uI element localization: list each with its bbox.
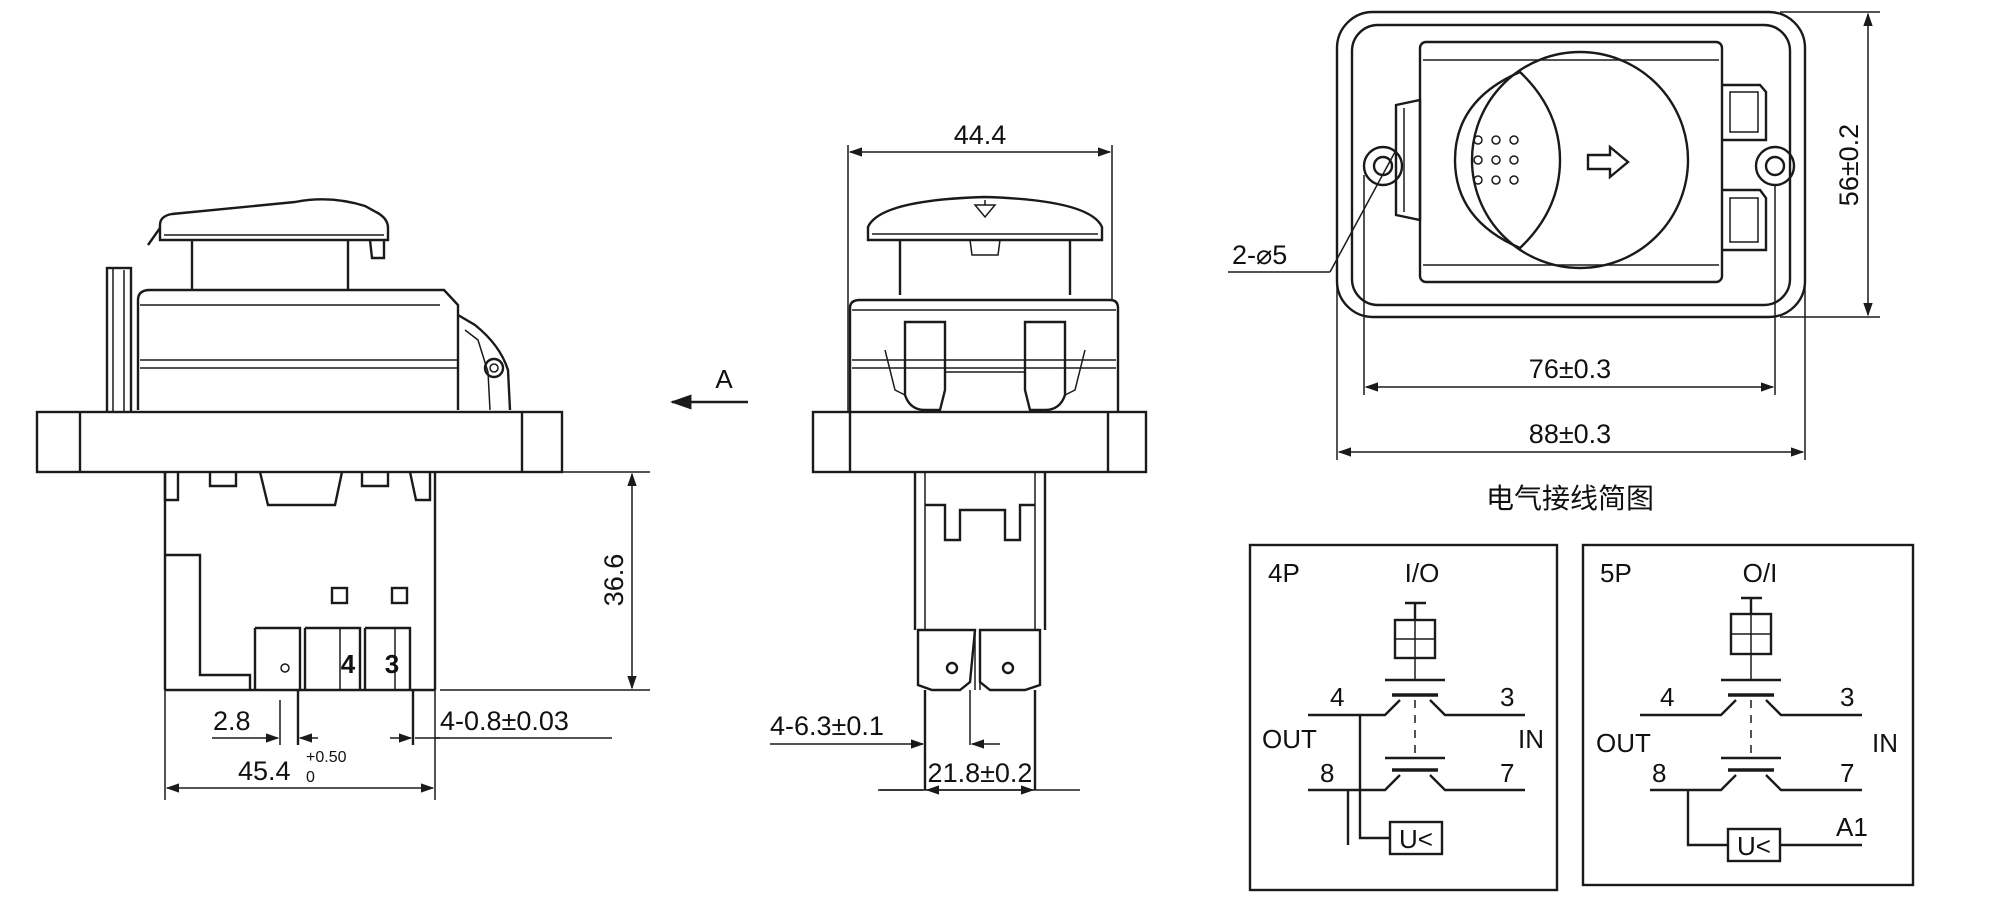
terminal-label-3: 3: [385, 649, 399, 679]
side-terminals: 4 3: [253, 626, 415, 745]
schematic-4p: 4P I/O U< 4 3 OUT IN 8 7: [1248, 543, 1559, 892]
top-mounting-holes: [1362, 145, 1796, 187]
schematic-5p-extra-terminal: A1: [1836, 812, 1868, 842]
schematic-5p-frame: [1581, 543, 1915, 887]
schematic-4p-right-top: 3: [1500, 682, 1514, 712]
front-terminals: [916, 628, 1042, 790]
top-dimensions: 2-⌀5 56±0.2 76±0.3 88±0.3: [1228, 11, 1880, 460]
schematic-4p-frame: [1248, 543, 1559, 892]
schematic-5p-left-bottom: 8: [1652, 758, 1666, 788]
side-view: 4 3 36.6 45.4 +0.50 0 2.8 4-0.8±0.03: [35, 198, 650, 800]
side-dimensions: 36.6 45.4 +0.50 0 2.8 4-0.8±0.03: [164, 471, 650, 800]
top-knob-dots: [1473, 135, 1519, 185]
schematic-4p-left-top: 4: [1330, 682, 1344, 712]
schematic-4p-label: 4P: [1268, 558, 1300, 588]
schematic-5p: 5P O/I U< 4 3 OUT IN 8 7 A1: [1581, 543, 1915, 887]
front-mounting-plate: [811, 410, 1148, 474]
view-arrow-label: A: [715, 364, 733, 394]
schematic-5p-switch-label: O/I: [1743, 558, 1778, 588]
schematic-5p-coil-label: U<: [1737, 831, 1771, 861]
top-inner-frame: [1350, 23, 1792, 307]
schematic-4p-right-bottom: 7: [1500, 758, 1514, 788]
wiring-title: 电气接线简图: [1486, 483, 1654, 514]
schematic-5p-right-top: 3: [1840, 682, 1854, 712]
schematic-5p-in: IN: [1872, 728, 1898, 758]
dim-top-overall-width: 88±0.3: [1529, 419, 1611, 449]
front-dimensions: 44.4 4-6.3±0.1 21.8±0.2: [770, 120, 1113, 795]
top-outer-frame: [1335, 10, 1807, 319]
dim-top-holes: 2-⌀5: [1232, 240, 1287, 270]
dim-side-width-tol-lower: 0: [306, 769, 315, 786]
dim-front-top-width: 44.4: [954, 120, 1007, 150]
top-knob: [1453, 50, 1690, 270]
schematic-5p-label: 5P: [1600, 558, 1632, 588]
top-arrow-icon: [1586, 144, 1630, 180]
front-cap: [866, 195, 1104, 295]
top-view: 2-⌀5 56±0.2 76±0.3 88±0.3: [1228, 10, 1880, 460]
front-body: [848, 298, 1120, 412]
side-mounting-plate: [35, 410, 564, 474]
dim-side-terminal-width: 4-0.8±0.03: [440, 706, 569, 736]
dim-side-width: 45.4: [238, 756, 291, 786]
top-cover: [1394, 40, 1768, 284]
dim-front-terminal-span: 21.8±0.2: [928, 758, 1033, 788]
schematic-4p-coil: [1388, 820, 1444, 856]
terminal-label-4: 4: [341, 649, 356, 679]
schematic-4p-out: OUT: [1262, 724, 1317, 754]
dim-top-hole-spacing: 76±0.3: [1529, 354, 1611, 384]
schematic-4p-coil-label: U<: [1399, 824, 1433, 854]
view-arrow: A: [669, 364, 748, 410]
schematic-4p-in: IN: [1518, 724, 1544, 754]
side-body: [136, 288, 512, 411]
schematic-4p-left-bottom: 8: [1320, 758, 1334, 788]
dim-top-height: 56±0.2: [1834, 124, 1864, 206]
dim-side-height: 36.6: [599, 554, 629, 607]
side-hinge-post: [105, 266, 133, 415]
dim-side-pitch: 2.8: [213, 706, 251, 736]
schematic-4p-switch-label: I/O: [1405, 558, 1440, 588]
schematic-5p-coil: [1726, 827, 1782, 863]
front-view: 44.4 4-6.3±0.1 21.8±0.2: [770, 120, 1148, 795]
side-cover: [147, 198, 390, 290]
dim-side-width-tol-upper: +0.50: [306, 749, 347, 766]
schematic-5p-out: OUT: [1596, 728, 1651, 758]
front-lower-stem: [913, 472, 1047, 630]
schematic-5p-right-bottom: 7: [1840, 758, 1854, 788]
dim-front-terminal: 4-6.3±0.1: [770, 711, 884, 741]
schematic-5p-left-top: 4: [1660, 682, 1674, 712]
